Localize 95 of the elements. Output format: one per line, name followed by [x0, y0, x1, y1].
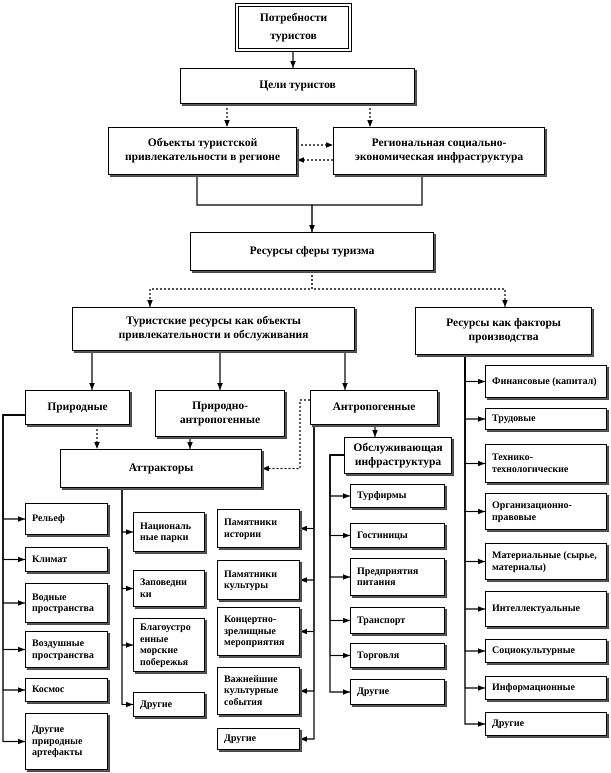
box-label: Туристские ресурсы как объекты привлекательности и обслуживания	[118, 315, 310, 343]
process-box	[25, 583, 108, 623]
box-label: Рельеф	[32, 513, 66, 525]
process-box	[108, 127, 297, 175]
process-box	[485, 639, 607, 663]
process-box	[350, 523, 445, 548]
box-label: Обслуживающая инфраструктура	[353, 442, 443, 470]
process-box	[180, 68, 415, 104]
box-label: Объекты туристской привлекательности в регионе	[124, 137, 281, 165]
process-box	[350, 607, 445, 634]
box-label: Аттракторы	[128, 462, 194, 476]
box-label: Заповедни ки	[140, 577, 188, 600]
process-box	[190, 232, 434, 271]
box-label: Космос	[32, 684, 66, 696]
box-label: Благоустро енные морские побережья	[140, 622, 192, 668]
box-label: Климат	[32, 554, 68, 566]
process-box	[155, 390, 285, 437]
process-box	[485, 365, 607, 398]
process-box	[217, 560, 300, 600]
process-box	[350, 679, 445, 705]
arrow	[290, 52, 296, 68]
arrow	[297, 157, 333, 163]
arrow	[309, 175, 423, 232]
box-label: Другие природные артефакты	[32, 724, 84, 759]
process-box	[217, 667, 300, 715]
box-label: Региональная социально-экономическая инфраструктура	[354, 137, 524, 165]
box-label: Ресурсы сферы туризма	[250, 244, 374, 258]
box-label: Памятники культуры	[224, 568, 278, 592]
process-box	[485, 444, 607, 483]
process-box	[25, 390, 130, 425]
arrow	[300, 425, 315, 742]
double-border-box	[235, 3, 352, 52]
box-label: Торговля	[357, 650, 400, 662]
box-label: Концертно-зрелищные мероприятия	[224, 614, 286, 649]
box-label: Трудовые	[492, 413, 537, 425]
box-label: Предприятия питания	[357, 566, 420, 588]
box-label: Гостиницы	[357, 530, 409, 542]
process-box	[415, 307, 592, 355]
process-box	[60, 449, 262, 488]
process-box	[333, 127, 545, 175]
box-label: Потребности туристов	[258, 11, 328, 44]
box-label: Националь ные парки	[140, 520, 192, 544]
process-box	[350, 484, 445, 508]
box-label: Другие	[492, 718, 526, 730]
process-box	[25, 503, 108, 535]
process-box	[25, 547, 108, 572]
process-box	[485, 543, 607, 580]
box-label: Водные пространства	[32, 592, 95, 614]
box-label: Природные	[47, 400, 108, 414]
process-box	[310, 390, 438, 425]
box-label: Природно-антропогенные	[178, 400, 262, 428]
box-label: Ресурсы как факторы производства	[445, 317, 562, 345]
process-box	[350, 643, 445, 668]
process-box	[217, 509, 300, 548]
box-label: Памятники истории	[224, 517, 278, 540]
arrow	[217, 351, 223, 390]
process-box	[25, 678, 108, 702]
process-box	[485, 712, 607, 736]
box-label: Организационно-правовые	[492, 500, 573, 523]
box-label: Интеллектуальные	[492, 603, 581, 615]
box-label: Информационные	[492, 682, 576, 694]
box-label: Важнейшие культурные события	[224, 674, 280, 708]
process-box	[133, 692, 205, 717]
process-box	[485, 493, 607, 530]
process-box	[133, 618, 205, 672]
box-label: Другие	[140, 698, 174, 710]
box-label: Материальные (сырье, материалы)	[492, 550, 598, 573]
arrow	[121, 488, 133, 708]
process-box	[217, 607, 300, 656]
process-box	[72, 307, 355, 351]
box-label: Турфирмы	[357, 490, 408, 502]
process-box	[485, 676, 607, 700]
process-box	[344, 437, 452, 474]
process-box	[25, 631, 108, 668]
box-label: Другие	[224, 733, 258, 745]
process-box	[133, 570, 205, 607]
process-box	[25, 713, 108, 770]
box-label: Технико-технологические	[492, 452, 570, 475]
box-label: Цели туристов	[259, 79, 336, 93]
box-label: Социокультурные	[492, 645, 576, 657]
arrow	[2, 414, 25, 744]
box-label: Антропогенные	[332, 400, 416, 414]
box-label: Воздушные пространства	[32, 638, 95, 661]
process-box	[133, 512, 205, 552]
arrow	[329, 454, 350, 695]
process-box	[485, 591, 607, 627]
box-label: Другие	[357, 686, 390, 698]
box-label: Транспорт	[357, 614, 406, 626]
arrow	[262, 399, 310, 472]
arrow	[89, 351, 95, 390]
process-box	[350, 558, 445, 596]
arrow	[342, 351, 348, 390]
process-box	[217, 728, 300, 750]
box-label: Финансовые (капитал)	[492, 376, 598, 388]
process-box	[485, 408, 607, 430]
